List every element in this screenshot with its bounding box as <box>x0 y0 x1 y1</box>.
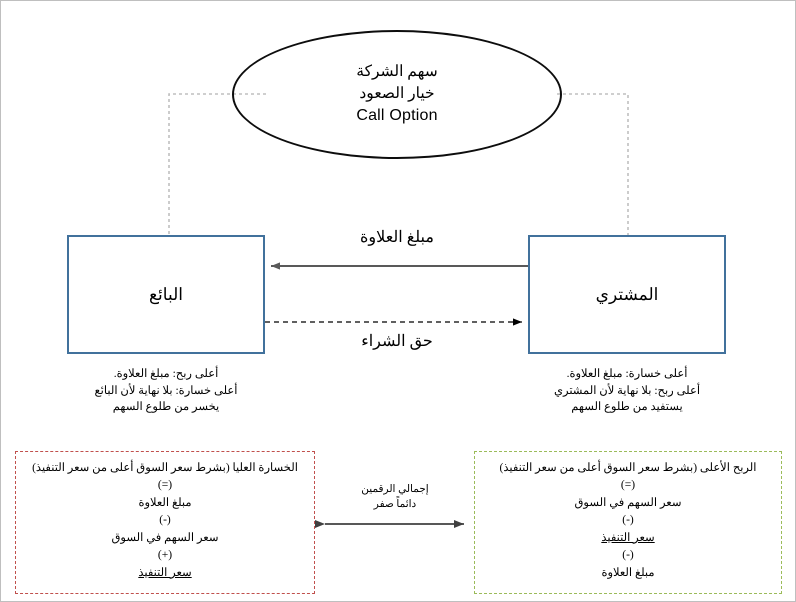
note-seller-line-2: أعلى خسارة: بلا نهاية لأن البائع <box>94 384 238 397</box>
note-buyer: أعلى خسارة: مبلغ العلاوة. أعلى ربح: بلا … <box>522 366 732 416</box>
note-seller: أعلى ربح: مبلغ العلاوة. أعلى خسارة: بلا … <box>61 366 271 416</box>
payoff-box-max-loss: الخسارة العليا (بشرط سعر السوق أعلى من س… <box>15 451 315 594</box>
flow-label-right-to-buy: حق الشراء <box>361 333 433 350</box>
note-buyer-line-1: أعلى خسارة: مبلغ العلاوة. <box>566 368 688 380</box>
payoff-box-max-gain: الربح الأعلى (بشرط سعر السوق أعلى من سعر… <box>474 451 782 594</box>
actor-box-seller: البائع <box>67 235 265 354</box>
payoff-gain-row-2: سعر السهم في السوق <box>574 496 682 509</box>
instrument-line-1: سهم الشركة <box>356 63 438 81</box>
actor-label-buyer: المشتري <box>595 284 659 304</box>
note-seller-line-1: أعلى ربح: مبلغ العلاوة. <box>113 368 219 380</box>
connector-ellipse-to-buyer <box>557 93 629 235</box>
net-zero-note: إجمالي الرقمين دائماً صفر <box>319 483 471 512</box>
payoff-gain-row-5: (-) <box>622 549 634 562</box>
instrument-line-3: Call Option <box>356 107 438 125</box>
payoff-gain-row-1: (=) <box>620 479 636 492</box>
payoff-loss-row-4: سعر السهم في السوق <box>111 531 219 544</box>
note-seller-line-3: يخسر من طلوع السهم <box>112 401 220 414</box>
note-buyer-line-2: أعلى ربح: بلا نهاية لأن المشتري <box>553 384 701 397</box>
note-buyer-line-3: يستفيد من طلوع السهم <box>571 401 683 414</box>
payoff-loss-row-3: (-) <box>159 514 171 527</box>
payoff-gain-row-3: (-) <box>622 514 634 527</box>
payoff-gain-row-6: مبلغ العلاوة <box>601 566 655 579</box>
instrument-node: سهم الشركة خيار الصعود Call Option <box>232 30 562 159</box>
instrument-line-2: خيار الصعود <box>359 85 435 103</box>
payoff-loss-row-1: (=) <box>157 479 173 492</box>
actor-box-buyer: المشتري <box>528 235 726 354</box>
payoff-loss-row-5: (+) <box>157 549 173 562</box>
payoff-loss-row-6: سعر التنفيذ <box>138 566 192 579</box>
flow-label-premium: مبلغ العلاوة <box>360 229 434 246</box>
payoff-loss-row-2: مبلغ العلاوة <box>138 496 192 509</box>
payoff-loss-title: الخسارة العليا (بشرط سعر السوق أعلى من س… <box>32 462 298 474</box>
actor-label-seller: البائع <box>149 284 183 304</box>
net-zero-note-line-1: إجمالي الرقمين <box>361 484 429 495</box>
payoff-gain-row-4: سعر التنفيذ <box>601 531 655 544</box>
net-zero-note-line-2: دائماً صفر <box>373 498 417 510</box>
payoff-gain-title: الربح الأعلى (بشرط سعر السوق أعلى من سعر… <box>499 462 757 474</box>
